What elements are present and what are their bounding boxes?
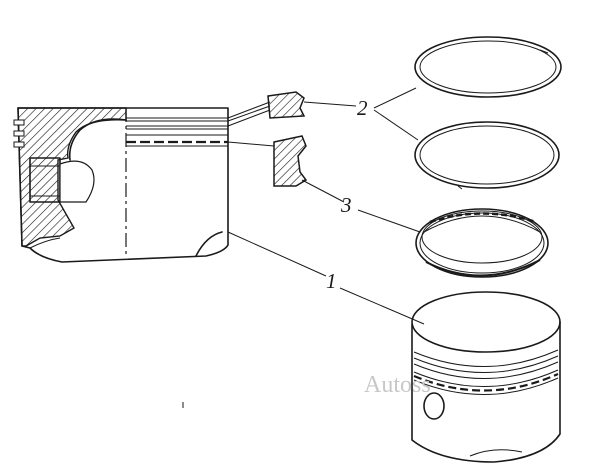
oil-ring-profile [273,135,308,187]
oil-ring [415,208,549,278]
compression-ring-profile [267,91,306,119]
watermark-text: Autoss [364,372,431,398]
ring-belt-lines [126,117,228,147]
callout-1: 1 [326,269,337,293]
compression-ring-lower [414,121,560,190]
compression-ring-upper [414,36,562,98]
piston-section-view [13,107,229,263]
ring-grooves-left [13,119,25,148]
callout-2: 2 [357,96,368,120]
piston-assembled [411,291,561,463]
callout-3: 3 [340,193,352,217]
